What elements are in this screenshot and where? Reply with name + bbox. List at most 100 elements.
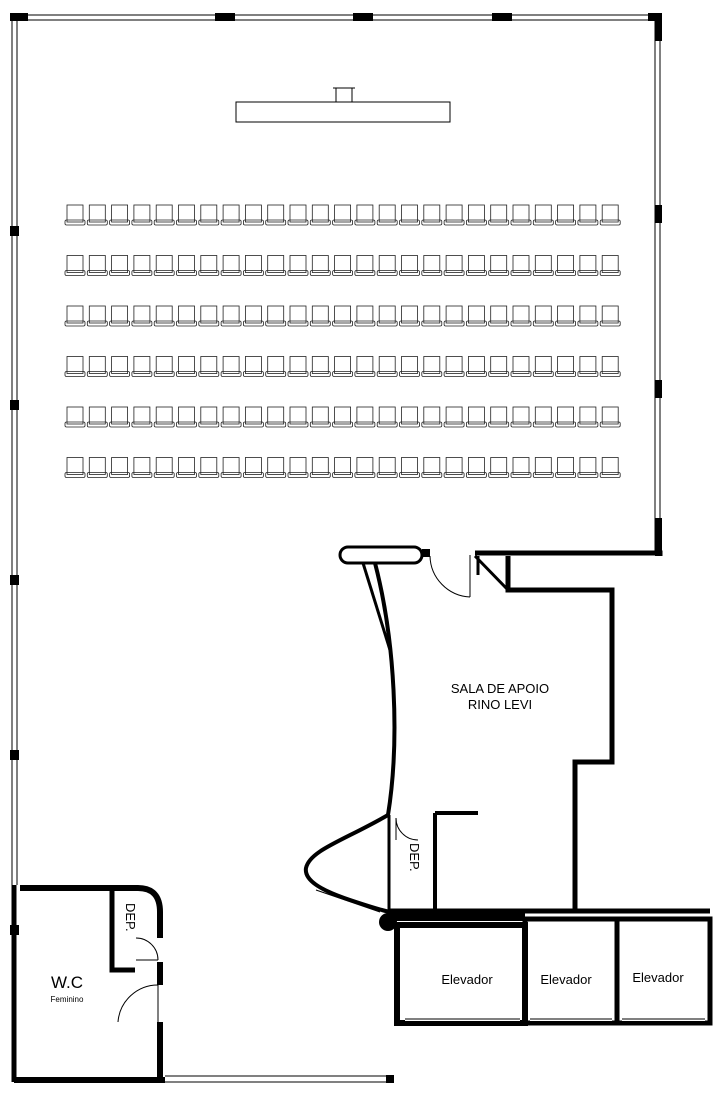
seat <box>220 255 242 276</box>
wc-sub-label: Feminino <box>51 995 84 1004</box>
seat <box>220 305 242 327</box>
seat <box>376 305 398 327</box>
seat <box>86 356 108 377</box>
seat <box>287 305 309 327</box>
seat <box>309 457 331 478</box>
outer-walls <box>11 14 661 1080</box>
seat <box>220 356 242 377</box>
seat <box>153 406 175 428</box>
seat <box>153 255 175 276</box>
seat <box>332 406 354 428</box>
seat <box>421 356 443 377</box>
seat <box>354 457 376 478</box>
seating-area <box>64 204 621 478</box>
curved-partition <box>303 545 430 931</box>
seat <box>86 305 108 327</box>
seat <box>198 255 220 276</box>
seat <box>599 305 621 327</box>
support-room-walls <box>387 550 710 921</box>
seat <box>488 406 510 428</box>
seat <box>399 255 420 276</box>
seat <box>488 356 510 377</box>
seat <box>599 457 621 478</box>
seat <box>399 305 420 327</box>
seat <box>153 356 175 377</box>
seat <box>64 204 86 226</box>
seat <box>309 305 331 327</box>
seat <box>176 305 197 327</box>
seat <box>421 204 443 226</box>
seat <box>555 204 576 226</box>
seat <box>176 356 197 377</box>
seat <box>510 356 532 377</box>
seat <box>510 406 532 428</box>
seat <box>176 457 197 478</box>
seat-row <box>64 204 621 226</box>
seat <box>131 204 153 226</box>
seat <box>86 406 108 428</box>
seat <box>86 457 108 478</box>
seat <box>332 255 354 276</box>
seat <box>532 406 554 428</box>
seat <box>465 457 487 478</box>
seat <box>443 356 465 377</box>
seat <box>577 406 599 428</box>
seat <box>577 457 599 478</box>
seat <box>153 457 175 478</box>
seat <box>577 356 599 377</box>
support-room-label-line1: SALA DE APOIO <box>451 681 549 696</box>
seat <box>555 305 576 327</box>
seat <box>198 305 220 327</box>
seat <box>265 255 287 276</box>
seat <box>176 255 197 276</box>
seat <box>86 204 108 226</box>
seat <box>399 406 420 428</box>
seat <box>153 305 175 327</box>
seat <box>354 356 376 377</box>
seat <box>64 406 86 428</box>
seat <box>198 406 220 428</box>
seat <box>309 406 331 428</box>
seat <box>109 356 130 377</box>
seat <box>242 204 264 226</box>
seat <box>555 457 576 478</box>
seat <box>265 406 287 428</box>
seat-row <box>64 406 621 428</box>
seat <box>465 204 487 226</box>
seat-row <box>64 457 621 478</box>
seat <box>176 204 197 226</box>
seat <box>488 255 510 276</box>
seat <box>265 356 287 377</box>
elevator-1-label: Elevador <box>441 972 493 987</box>
seat <box>465 255 487 276</box>
seat <box>332 204 354 226</box>
seat <box>198 356 220 377</box>
seat <box>510 305 532 327</box>
seat <box>599 356 621 377</box>
seat <box>131 356 153 377</box>
seat <box>465 406 487 428</box>
elevator-block <box>394 916 713 1026</box>
seat <box>599 255 621 276</box>
seat <box>354 305 376 327</box>
wc-label: W.C <box>51 973 83 992</box>
seat <box>242 356 264 377</box>
seat <box>109 457 130 478</box>
seat <box>64 457 86 478</box>
seat <box>421 305 443 327</box>
seat <box>198 204 220 226</box>
seat <box>376 457 398 478</box>
elevator-3-label: Elevador <box>632 970 684 985</box>
seat <box>287 255 309 276</box>
stage <box>235 87 451 123</box>
seat <box>309 356 331 377</box>
seat <box>332 356 354 377</box>
seat <box>176 406 197 428</box>
seat-row <box>64 356 621 377</box>
seat <box>421 457 443 478</box>
seat <box>109 255 130 276</box>
seat <box>109 204 130 226</box>
seat-row <box>64 305 621 327</box>
seat <box>265 305 287 327</box>
seat <box>577 255 599 276</box>
